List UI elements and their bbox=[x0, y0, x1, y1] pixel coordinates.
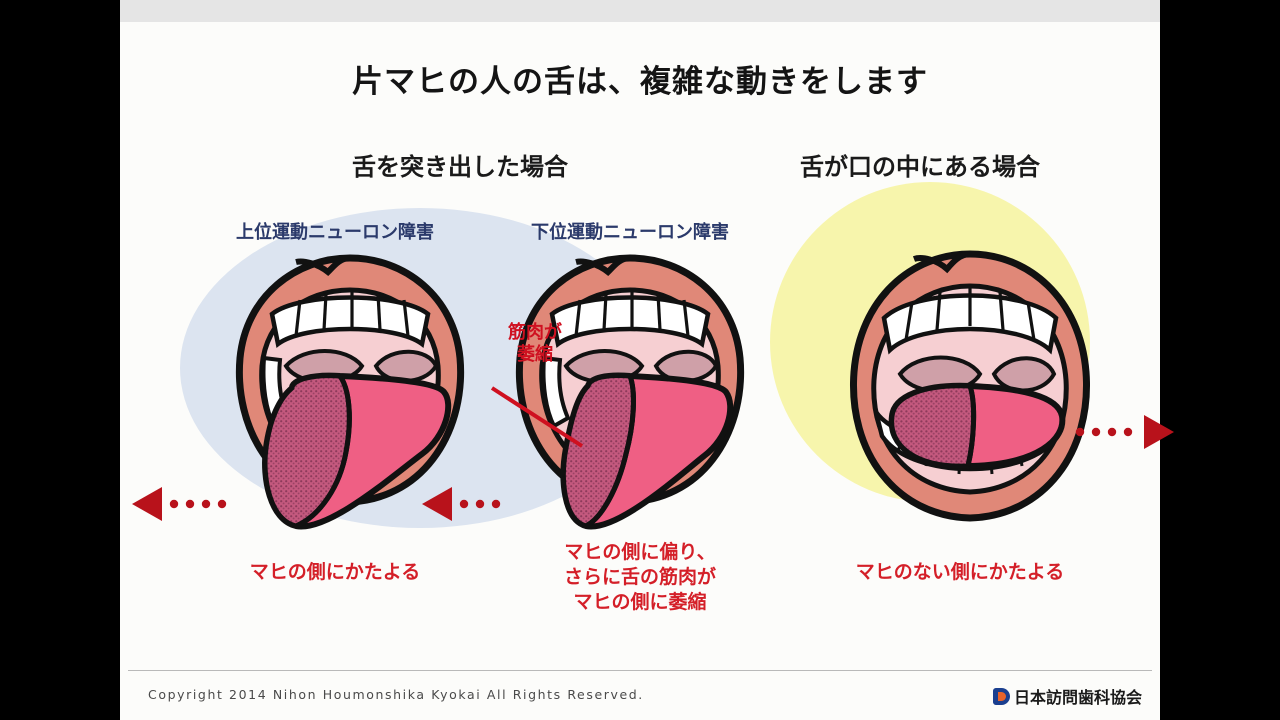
mouth-diagram-svg bbox=[850, 250, 1090, 522]
left-molars bbox=[541, 355, 571, 429]
copyright-text: Copyright 2014 Nihon Houmonshika Kyokai … bbox=[148, 687, 644, 702]
upper-teeth-separators bbox=[904, 288, 1036, 341]
arrow-head bbox=[132, 487, 162, 521]
deviation-arrow-right bbox=[1075, 415, 1174, 449]
annotation-muscle-atrophy-line1: 筋肉が bbox=[508, 322, 562, 343]
label-lower-motor-neuron-disorder: 下位運動ニューロン障害 bbox=[531, 222, 729, 243]
caption-lower-line2: さらに舌の筋肉が bbox=[563, 566, 716, 589]
illustration-tongue-inside-mouth bbox=[820, 240, 1174, 544]
upper-teeth bbox=[549, 295, 711, 348]
atrophy-pointer-line bbox=[490, 386, 584, 448]
upper-teeth bbox=[269, 295, 431, 348]
label-upper-motor-neuron-disorder: 上位運動ニューロン障害 bbox=[236, 222, 434, 243]
illustration-upper-motor-neuron bbox=[132, 240, 500, 544]
tongue-midline-groove bbox=[584, 375, 636, 529]
page-title: 片マヒの人の舌は、複雑な動きをします bbox=[352, 64, 928, 100]
mouth-diagram-svg bbox=[235, 254, 465, 530]
annotation-muscle-atrophy: 筋肉が 萎縮 bbox=[450, 322, 620, 366]
upper-lip-cupid-bow bbox=[912, 251, 971, 274]
caption-tongue-inside: マヒのない側にかたよる bbox=[855, 561, 1065, 583]
tongue-midline-groove bbox=[965, 385, 977, 467]
upper-teeth-separators bbox=[574, 292, 690, 337]
caption-upper-motor-neuron: マヒの側にかたよる bbox=[249, 561, 421, 583]
slide-top-strip bbox=[120, 0, 1160, 22]
arrow-dot bbox=[1075, 427, 1085, 437]
letterbox-bar-right bbox=[1160, 0, 1280, 720]
arrow-dot bbox=[185, 499, 195, 509]
arrow-dot bbox=[1107, 427, 1117, 437]
section-heading-tongue-protruded: 舌を突き出した場合 bbox=[352, 153, 568, 181]
section-heading-tongue-inside: 舌が口の中にある場合 bbox=[800, 153, 1040, 181]
caption-lower-line1: マヒの側に偏り、 bbox=[564, 541, 716, 563]
arrow-head bbox=[1144, 415, 1174, 449]
organization-logo: 日本訪問歯科協会 bbox=[992, 684, 1142, 708]
caption-lower-motor-neuron: マヒの側に偏り、 さらに舌の筋肉が マヒの側に萎縮 bbox=[495, 540, 785, 615]
arrow-dot bbox=[1091, 427, 1101, 437]
tongue-midline-groove bbox=[294, 374, 352, 529]
caption-lower-line3: マヒの側に萎縮 bbox=[573, 591, 707, 614]
arrow-dot bbox=[201, 499, 211, 509]
annotation-muscle-atrophy-line2: 萎縮 bbox=[517, 343, 553, 365]
arrow-dot bbox=[169, 499, 179, 509]
deviation-arrow-left bbox=[422, 487, 501, 521]
arrow-dot bbox=[491, 499, 501, 509]
arrow-head bbox=[422, 487, 452, 521]
arrow-dot bbox=[1123, 427, 1133, 437]
footer-divider bbox=[128, 670, 1152, 671]
upper-teeth-separators bbox=[294, 292, 410, 337]
illustration-lower-motor-neuron bbox=[422, 240, 780, 544]
slide-canvas: 片マヒの人の舌は、複雑な動きをします 舌を突き出した場合 舌が口の中にある場合 … bbox=[120, 22, 1174, 720]
upper-lip-cupid-bow bbox=[295, 255, 351, 277]
logo-mark-icon bbox=[992, 687, 1010, 705]
letterbox-bar-left bbox=[0, 0, 120, 720]
arrow-dot bbox=[475, 499, 485, 509]
logo-text: 日本訪問歯科協会 bbox=[1013, 688, 1142, 707]
upper-lip-cupid-bow bbox=[575, 255, 631, 277]
mouth-diagram-svg bbox=[490, 254, 745, 530]
arrow-dot bbox=[459, 499, 469, 509]
deviation-arrow-left bbox=[132, 487, 227, 521]
arrow-dot bbox=[217, 499, 227, 509]
